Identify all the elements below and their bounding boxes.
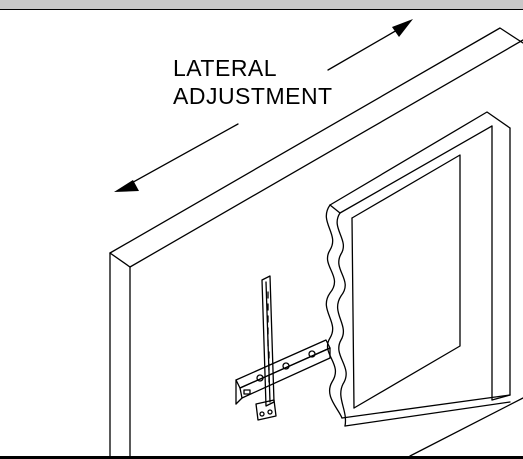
arrowhead-up-right: [392, 19, 413, 37]
break-line: [325, 204, 343, 419]
lateral-arrow-up-right: [327, 25, 405, 71]
bottom-rule: [0, 456, 523, 459]
mounting-bracket-rail: [255, 275, 277, 421]
label-adjustment: ADJUSTMENT: [173, 83, 333, 109]
tv-display: [325, 111, 511, 427]
wall-panel: [109, 27, 523, 457]
horizontal-bracket: [235, 339, 331, 405]
top-bar: [0, 0, 523, 10]
label-lateral: LATERAL: [173, 55, 277, 81]
lateral-arrow-down-left: [125, 123, 239, 187]
arrowhead-down-left: [114, 180, 139, 192]
